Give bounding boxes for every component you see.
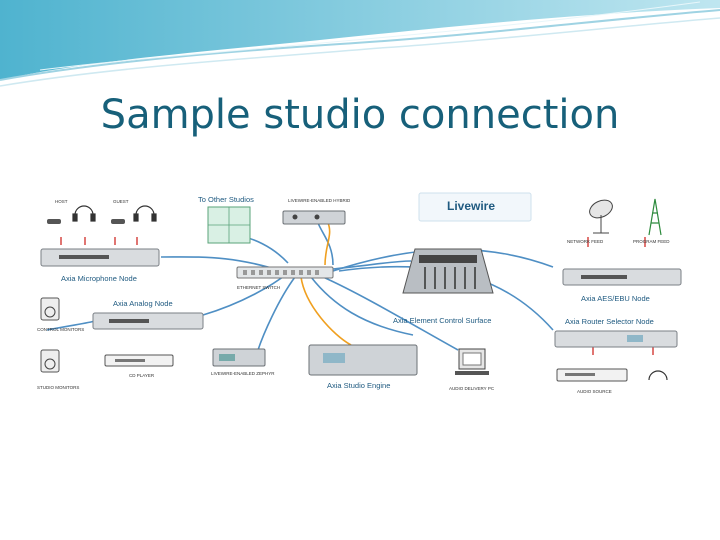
host-label: HOST	[55, 199, 68, 204]
zephyr-label: LIVEWIRE-ENABLED ZEPHYR	[211, 371, 275, 376]
switch-label: ETHERNET SWITCH	[237, 285, 280, 290]
radio-tower-icon	[648, 198, 662, 236]
studio-engine-unit	[308, 344, 418, 376]
mic-node-label: Axia Microphone Node	[61, 274, 137, 283]
aes-node-label: Axia AES/EBU Node	[581, 294, 650, 303]
microphone-icon	[47, 219, 125, 224]
cd-player-label: CD PLAYER	[129, 373, 155, 378]
connection-lines	[46, 222, 654, 355]
network-feed-label: NETWORK FEED	[567, 239, 604, 244]
satellite-dish-icon	[589, 199, 613, 234]
slide-title: Sample studio connection	[100, 92, 620, 138]
audio-delivery-label: AUDIO DELIVERY PC	[449, 386, 495, 391]
to-other-studios-label: To Other Studios	[198, 195, 254, 204]
zephyr-unit	[212, 348, 266, 367]
guest-label: GUEST	[113, 199, 129, 204]
headphones-icon	[72, 205, 157, 222]
hybrid-unit	[282, 210, 346, 225]
program-feed-label: PROGRAM FEED	[633, 239, 670, 244]
studio-monitors-label: STUDIO MONITORS	[37, 385, 79, 390]
audio-source-label: AUDIO SOURCE	[577, 389, 612, 394]
livewire-logo: Livewire	[447, 199, 495, 213]
headphones-icon	[648, 370, 668, 381]
control-monitors-label: CONTROL MONITORS	[37, 327, 84, 332]
header-swoosh	[0, 0, 720, 87]
hybrid-label: LIVEWIRE-ENABLED HYBRID	[288, 198, 351, 203]
studio-diagram: HOST GUEST Axia Microphone Node To Other…	[37, 192, 682, 394]
element-console	[402, 248, 494, 294]
router-node-unit	[554, 330, 678, 348]
studio-engine-label: Axia Studio Engine	[327, 381, 390, 390]
router-node-label: Axia Router Selector Node	[565, 317, 654, 326]
analog-node-label: Axia Analog Node	[113, 299, 173, 308]
element-label: Axia Element Control Surface	[393, 316, 491, 325]
